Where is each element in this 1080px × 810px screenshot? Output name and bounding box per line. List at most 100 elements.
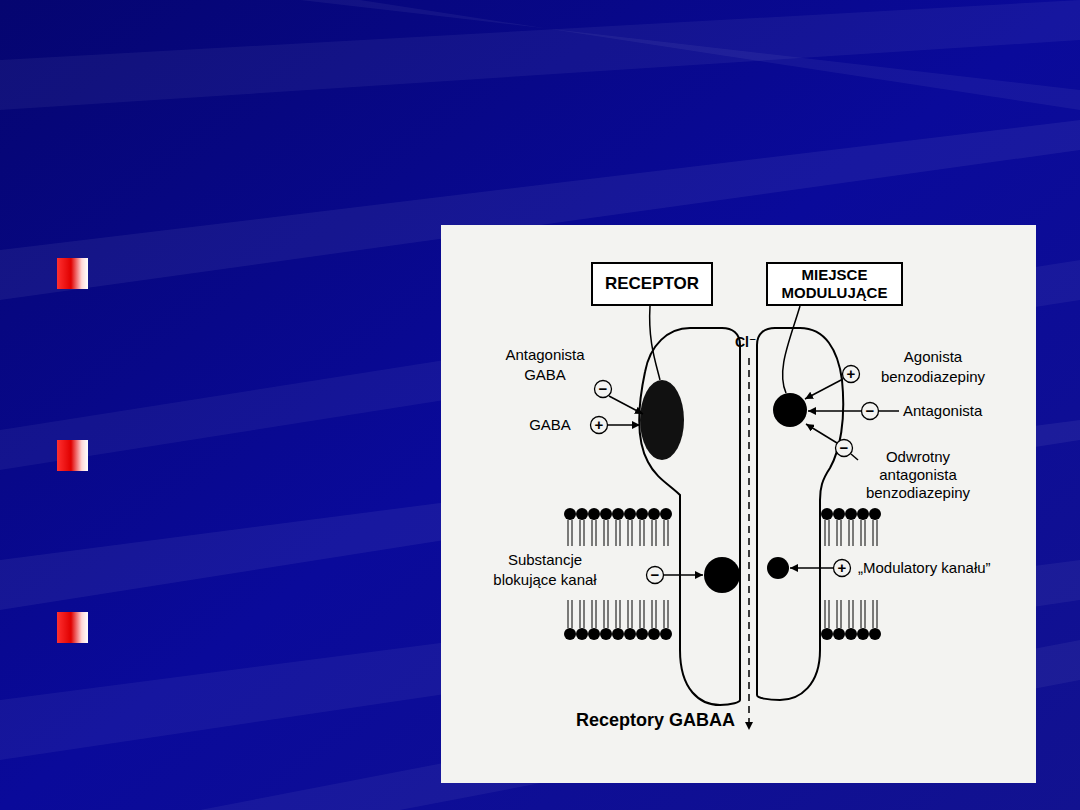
lipid-tail [668,520,669,546]
lipid-head [576,628,588,640]
bullet-markers [57,258,88,643]
lipid-tail [865,520,866,546]
lipid-head [869,628,881,640]
lipid-tail [592,520,593,546]
lipid-head [576,508,588,520]
lipid-tail [829,520,830,546]
lipid-tail [656,520,657,546]
gaba-binding-site [640,380,684,460]
lipid-tail [580,520,581,546]
lipid-head [648,508,660,520]
lipid-head [564,508,576,520]
label-box: MIEJSCE MODULUJĄCE [766,262,903,306]
box-label: RECEPTOR [605,274,699,294]
lipid-tail [596,520,597,546]
lipid-tail [608,600,609,628]
figure-caption: Receptory GABAA [576,709,744,731]
lipid-tail [877,520,878,546]
label-box: RECEPTOR [591,262,713,306]
lipid-tail [873,520,874,546]
lipid-head [845,628,857,640]
lipid-tail [841,520,842,546]
lipid-tail [652,600,653,628]
sign-circles [591,366,879,584]
benzodiazepine-site [773,393,807,427]
sign-symbol: − [836,440,852,456]
ligand-label: „Modulatory kanału” [858,558,1030,578]
sign-symbol: − [862,403,878,419]
lipid-head [833,628,845,640]
lipid-tail [580,600,581,628]
lipid-tail [837,520,838,546]
lipid-head [821,508,833,520]
lipid-tail [572,600,573,628]
sign-symbol: + [591,417,607,433]
lipid-tail [837,600,838,628]
lipid-head [636,508,648,520]
bullet-square [57,440,88,471]
lipid-tail [644,600,645,628]
sign-symbol: + [843,366,859,382]
ligand-label: Agonista benzodiazepiny [875,347,991,387]
lipid-tail [640,600,641,628]
figure-panel [441,225,1036,783]
lipid-tail [853,600,854,628]
lipid-tail [620,520,621,546]
ion-label: Cl⁻ [735,333,769,351]
lipid-tail [841,600,842,628]
lipid-tail [873,600,874,628]
ligand-label: Odwrotny antagonista benzodiazepiny [860,448,976,502]
receptor-subunit [757,328,843,700]
lipid-head [648,628,660,640]
lipid-tail [849,520,850,546]
lipid-head [845,508,857,520]
chloride-flow-arrow [748,358,750,730]
lipid-tail [632,600,633,628]
lipid-head [857,508,869,520]
lipid-tail [604,600,605,628]
lipid-tail [616,600,617,628]
receptor-subunit [639,328,740,705]
lipid-tail [664,520,665,546]
channel-modulator-site [767,557,789,579]
lipid-tail [584,600,585,628]
lipid-tail [604,520,605,546]
ligand-label: GABA [522,415,578,435]
leader-line [783,306,800,393]
lipid-tail [668,600,669,628]
lipid-head [588,508,600,520]
lipid-head [821,628,833,640]
lipid-head [612,508,624,520]
lipid-tail [568,520,569,546]
lipid-tail [592,600,593,628]
lipid-head [600,508,612,520]
lipid-tail [652,520,653,546]
bullet-square [57,612,88,643]
lipid-head [660,628,672,640]
lipid-tail [861,520,862,546]
lipid-head [660,508,672,520]
lipid-tail [644,520,645,546]
lipid-tail [664,600,665,628]
channel-block-site [704,557,740,593]
lipid-tail [849,600,850,628]
lipid-tail [584,520,585,546]
lipid-tail [608,520,609,546]
lipid-tail [656,600,657,628]
box-label: MIEJSCE MODULUJĄCE [775,266,895,302]
lipid-tail [825,520,826,546]
lipid-tail [568,600,569,628]
lipid-tail [628,520,629,546]
lipid-head [636,628,648,640]
bullet-square [57,258,88,289]
lipid-tail [596,600,597,628]
lipid-tail [632,520,633,546]
pointer-arrows [608,379,899,575]
lipid-tail [865,600,866,628]
lipid-head [624,508,636,520]
lipid-tail [829,600,830,628]
lipid-head [857,628,869,640]
